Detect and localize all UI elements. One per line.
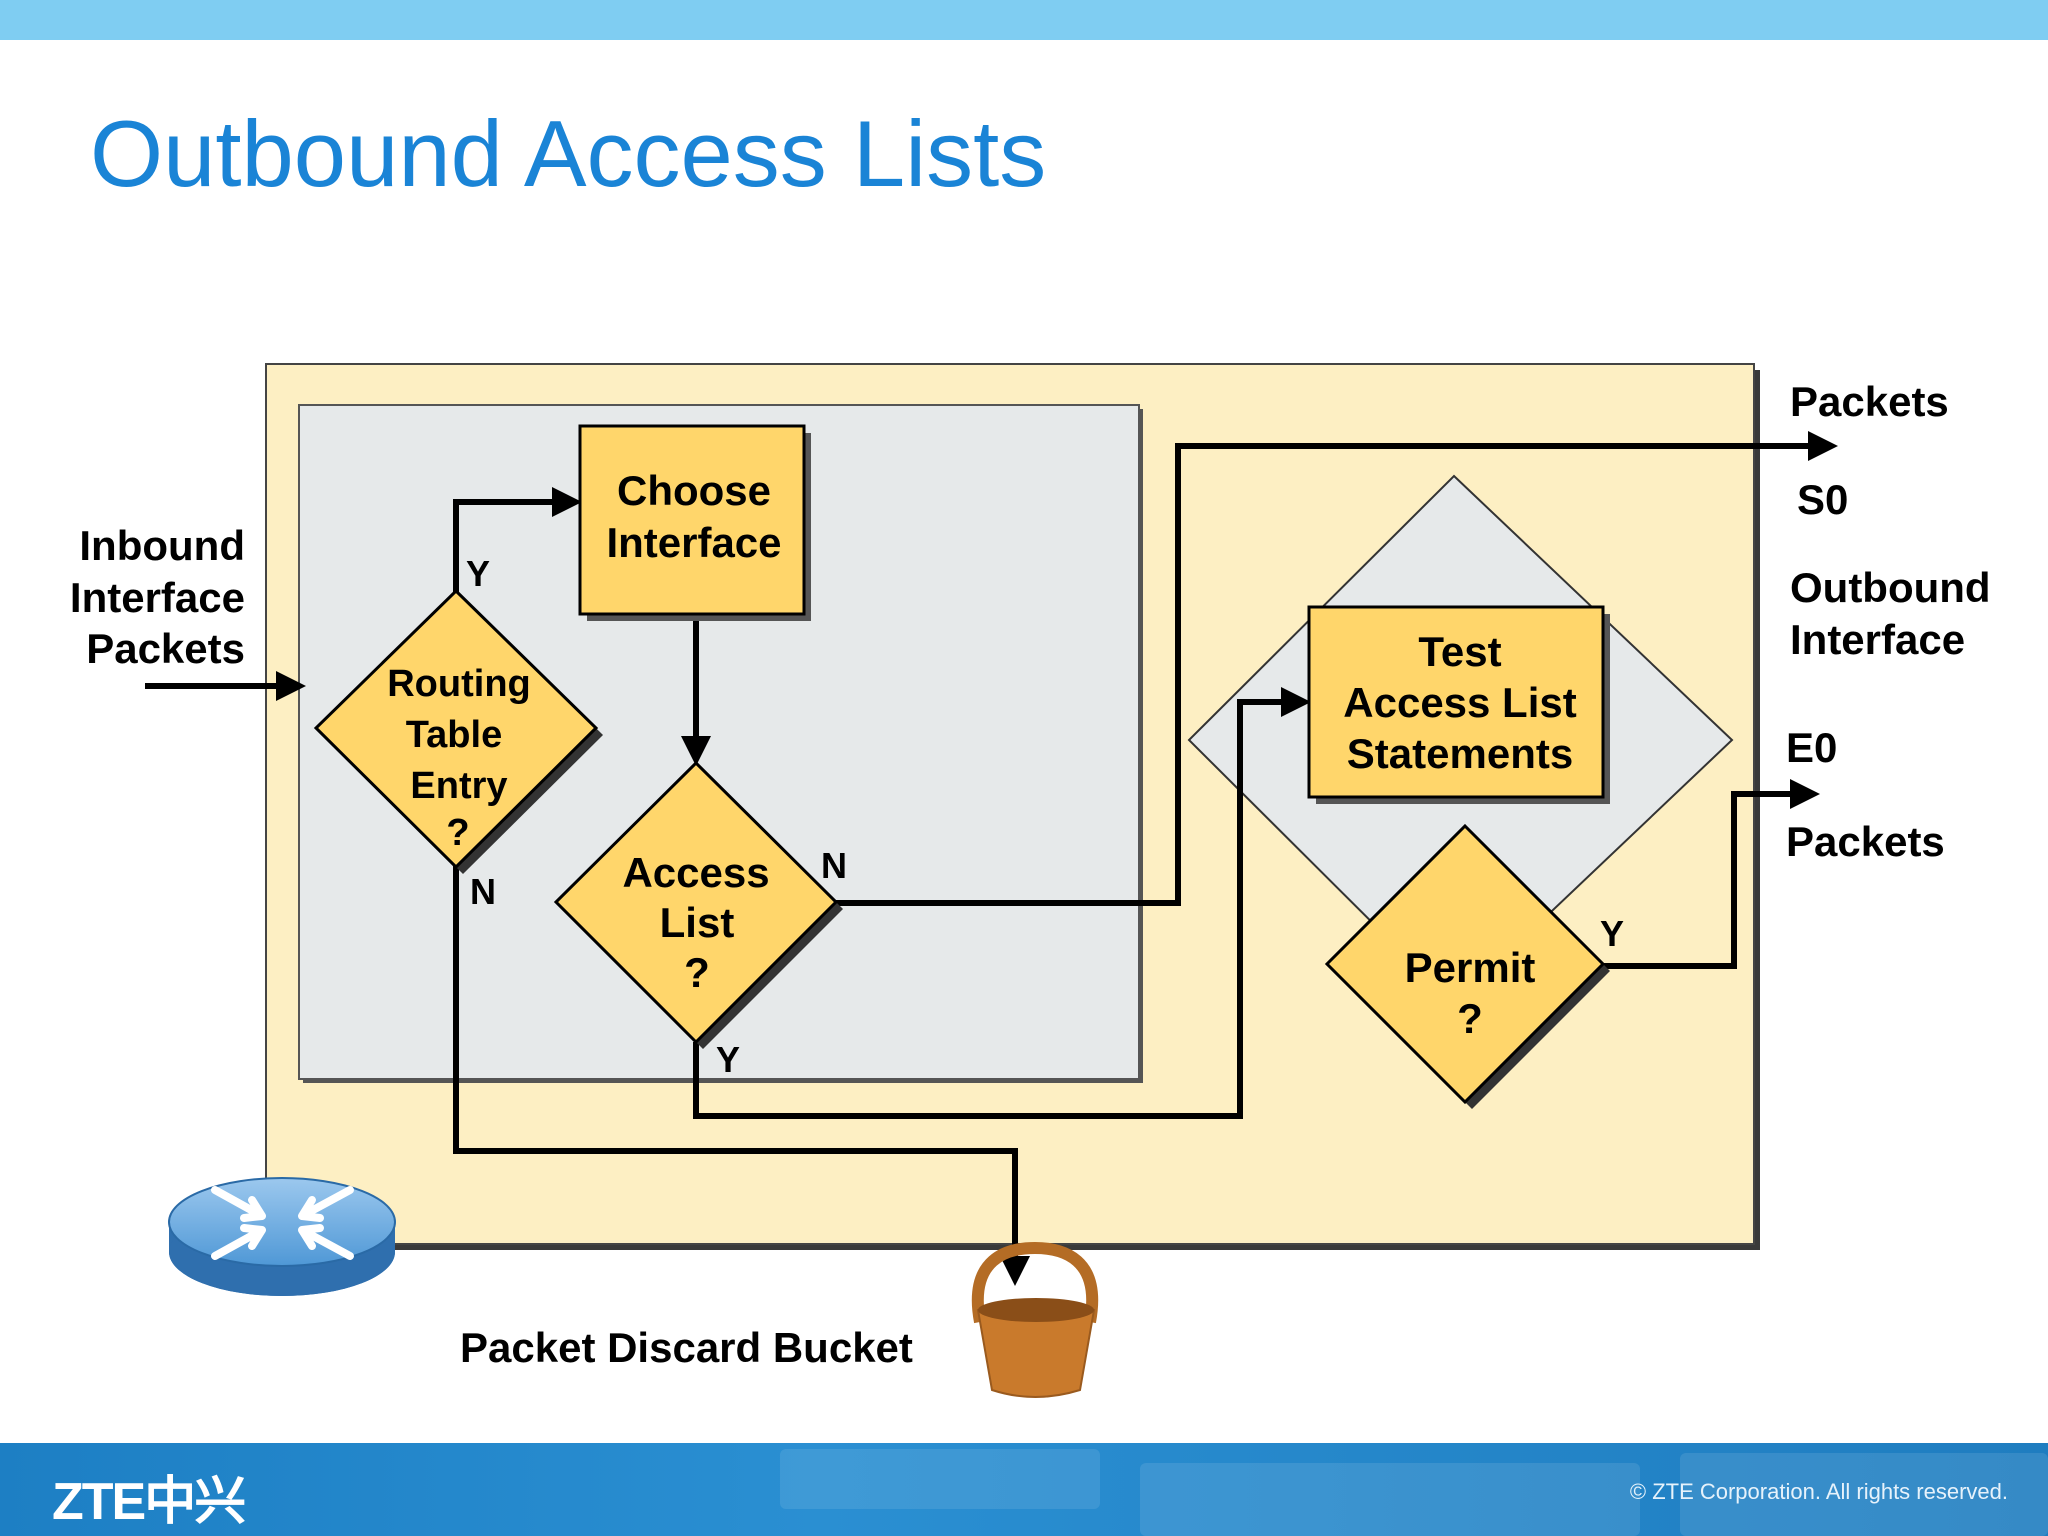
access-list-diamond	[553, 760, 839, 1045]
route-no-label: N	[470, 871, 496, 912]
choose-label-1: Choose	[617, 467, 771, 514]
choose-interface-box	[578, 424, 806, 616]
route-yes-label: Y	[466, 553, 490, 594]
route-yes-arrow	[453, 487, 582, 594]
acl-label-2: List	[660, 899, 735, 946]
footer-bar: ZTE中兴 © ZTE Corporation. All rights rese…	[0, 1443, 2048, 1536]
e0-packets-label: Packets	[1786, 818, 1945, 865]
acl-yes-label: Y	[716, 1039, 740, 1080]
acl-label-1: Access	[622, 849, 769, 896]
acl-label-3: ?	[684, 949, 710, 996]
test-label-2: Access List	[1343, 679, 1576, 726]
inbound-label-1: Inbound	[79, 522, 245, 569]
inbound-label-3: Packets	[86, 625, 245, 672]
acl-yes-arrow	[693, 687, 1311, 1119]
slide-title: Outbound Access Lists	[90, 101, 1047, 206]
routing-label-4: ?	[446, 812, 469, 854]
permit-yes-arrow	[1600, 779, 1820, 969]
router-icon	[168, 1177, 396, 1296]
test-label-3: Statements	[1347, 730, 1573, 777]
footer-decoration	[780, 1449, 1100, 1509]
footer-decoration	[1140, 1463, 1640, 1536]
s0-packets-label: Packets	[1790, 378, 1949, 425]
inbound-label-2: Interface	[70, 574, 245, 621]
copyright-text: © ZTE Corporation. All rights reserved.	[1629, 1479, 2008, 1504]
outbound-label-1: Outbound	[1790, 564, 1991, 611]
e0-label: E0	[1786, 724, 1837, 771]
outbound-label-2: Interface	[1790, 616, 1965, 663]
zte-logo: ZTE中兴	[52, 1473, 246, 1531]
permit-label-2: ?	[1457, 995, 1483, 1042]
test-statements-box	[1307, 605, 1605, 799]
routing-label-1: Routing	[387, 663, 531, 705]
s0-label: S0	[1797, 476, 1848, 523]
test-label-1: Test	[1418, 628, 1501, 675]
routing-table-diamond	[313, 588, 599, 870]
top-accent-bar	[0, 0, 2048, 40]
permit-yes-label: Y	[1600, 913, 1624, 954]
access-list-flowchart: Routing Table Entry ? Choose Interface A…	[70, 363, 1991, 1398]
routing-label-2: Table	[406, 714, 502, 756]
footer-decoration	[1680, 1453, 2048, 1536]
acl-no-arrow	[833, 431, 1838, 906]
discard-arrow	[453, 866, 1030, 1286]
routing-label-3: Entry	[410, 765, 507, 807]
permit-label-1: Permit	[1405, 944, 1536, 991]
discard-bucket-label: Packet Discard Bucket	[460, 1324, 913, 1371]
permit-diamond	[1324, 823, 1606, 1105]
discard-bucket-icon	[972, 1241, 1098, 1398]
choose-label-2: Interface	[606, 519, 781, 566]
acl-no-label: N	[821, 845, 847, 886]
